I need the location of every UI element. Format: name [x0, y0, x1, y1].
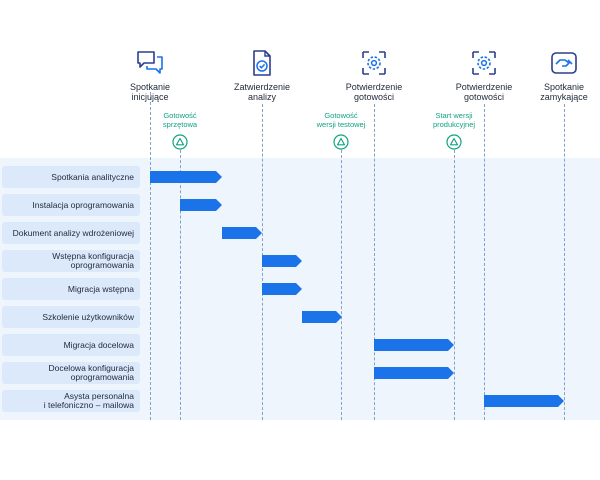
milestone-label-line2: analizy — [247, 92, 276, 102]
milestone-label: Potwierdzenie gotowości — [329, 82, 419, 102]
task-label-line1: Docelowa konfiguracja — [48, 363, 134, 373]
task-label: Dokument analizy wdrożeniowej — [2, 222, 140, 244]
task-label-line2: oprogramowania — [70, 260, 134, 270]
gate-line — [341, 150, 342, 420]
gate-label-line2: sprzętowa — [162, 119, 198, 129]
task-label-line1: Migracja wstępna — [67, 283, 134, 294]
task-bar — [374, 339, 454, 351]
task-label: Instalacja oprogramowania — [2, 194, 140, 216]
task-label-line1: Instalacja oprogramowania — [32, 199, 134, 210]
task-bar — [484, 395, 564, 407]
milestone-label: Spotkanie inicjujące — [105, 82, 195, 102]
warning-triangle-icon — [446, 134, 462, 150]
milestone-label-line1: Potwierdzenie — [345, 82, 403, 92]
gate-label: Gotowość sprzętowa — [140, 111, 220, 129]
gate-label-line2: wersji testowej — [316, 119, 366, 129]
gate-label: Gotowość wersji testowej — [301, 111, 381, 129]
gate-label-line2: produkcyjnej — [432, 119, 476, 129]
milestone-line — [150, 92, 151, 420]
warning-triangle-icon — [172, 134, 188, 150]
milestone-label-line1: Zatwierdzenie — [233, 82, 291, 92]
milestone-label-line2: gotowości — [353, 92, 395, 102]
gear-readiness-icon — [362, 51, 386, 75]
task-label-line1: Szkolenie użytkowników — [42, 311, 134, 322]
task-bar — [222, 227, 262, 239]
task-label: Migracja docelowa — [2, 334, 140, 356]
gate-label-line1: Start wersji — [435, 111, 473, 120]
chat-bubbles-icon — [137, 51, 163, 74]
gear-readiness-icon — [472, 51, 496, 75]
gate-label-line1: Gotowość — [163, 111, 197, 120]
task-label-line1: Asysta personalna — [64, 391, 134, 401]
task-bar — [302, 311, 342, 323]
gate-label-line1: Gotowość — [324, 111, 358, 120]
task-label: Spotkania analityczne — [2, 166, 140, 188]
task-bar — [262, 255, 302, 267]
gate-label: Start wersji produkcyjnej — [414, 111, 494, 129]
task-label: Szkolenie użytkowników — [2, 306, 140, 328]
task-label-line1: Wstępna konfiguracja — [52, 251, 134, 261]
milestone-label: Zatwierdzenie analizy — [217, 82, 307, 102]
milestone-line — [564, 104, 565, 420]
task-bar — [180, 199, 222, 211]
gate-line — [180, 150, 181, 420]
milestone-label-line1: Spotkanie — [129, 82, 171, 92]
gate-line — [454, 150, 455, 420]
task-label-line1: Migracja docelowa — [63, 339, 134, 350]
milestone-label-line2: inicjujące — [131, 92, 169, 102]
milestone-label-line1: Potwierdzenie — [455, 82, 513, 92]
task-label-line1: Dokument analizy wdrożeniowej — [12, 227, 134, 238]
task-label-line2: oprogramowania — [70, 372, 134, 382]
warning-triangle-icon — [333, 134, 349, 150]
milestone-label: Potwierdzenie gotowości — [439, 82, 529, 102]
approved-document-icon — [253, 50, 271, 76]
task-bar — [262, 283, 302, 295]
milestone-line — [484, 104, 485, 420]
milestone-label-line1: Spotkanie — [543, 82, 585, 92]
milestone-line — [374, 104, 375, 420]
milestone-label-line2: gotowości — [463, 92, 505, 102]
task-label-line2: i telefoniczno – mailowa — [43, 400, 134, 410]
milestone-label-line2: zamykające — [540, 92, 588, 102]
handshake-icon — [551, 52, 577, 74]
task-bar — [150, 171, 222, 183]
task-label: Migracja wstępna — [2, 278, 140, 300]
milestone-label: Spotkanie zamykające — [519, 82, 600, 102]
task-bar — [374, 367, 454, 379]
task-label-line1: Spotkania analityczne — [51, 171, 134, 182]
